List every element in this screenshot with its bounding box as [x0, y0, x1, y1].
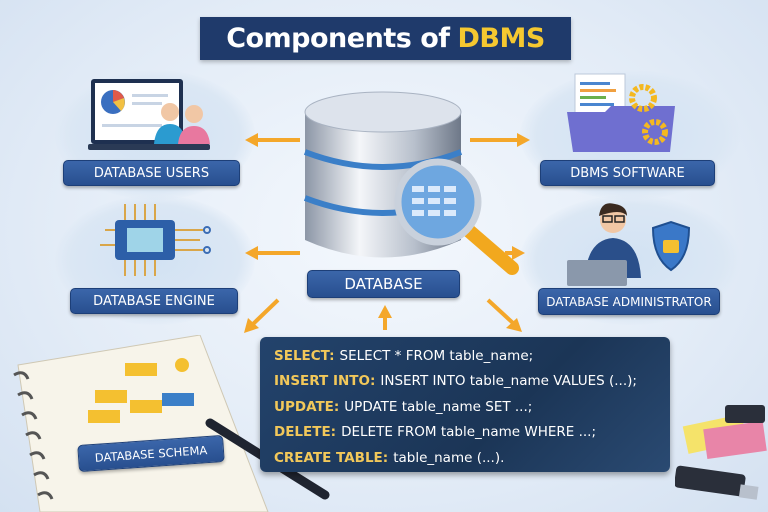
sql-code: DELETE FROM table_name WHERE ...;	[341, 424, 597, 441]
users-laptop-icon	[88, 79, 210, 150]
administrator-person-icon	[567, 203, 691, 286]
sql-row-delete: DELETE:DELETE FROM table_name WHERE ...;	[274, 420, 670, 446]
sql-code: table_name (...).	[393, 449, 505, 466]
usb-and-notes-icon	[675, 405, 767, 500]
database-cylinder-icon	[303, 91, 519, 275]
sql-row-update: UPDATE:UPDATE table_name SET ...;	[274, 394, 670, 420]
sql-code: INSERT INTO table_name VALUES (...);	[380, 373, 637, 390]
title-highlight: DBMS	[457, 23, 546, 54]
dbms-software-text: DBMS SOFTWARE	[570, 165, 685, 181]
sql-row-insert: INSERT INTO:INSERT INTO table_name VALUE…	[274, 369, 670, 395]
database-schema-text: DATABASE SCHEMA	[94, 442, 208, 465]
database-engine-label: DATABASE ENGINE	[70, 288, 238, 314]
database-engine-text: DATABASE ENGINE	[93, 293, 215, 309]
sql-row-select: SELECT:SELECT * FROM table_name;	[274, 343, 670, 369]
arrow-to-sql	[486, 298, 516, 326]
sql-keyword: UPDATE:	[274, 398, 340, 415]
sql-keyword: SELECT:	[274, 347, 335, 364]
sql-keyword: DELETE:	[274, 424, 337, 441]
page-title: Components of DBMS	[200, 17, 571, 60]
sql-keyword: INSERT INTO:	[274, 373, 376, 390]
database-users-text: DATABASE USERS	[93, 165, 210, 181]
title-prefix: Components of	[226, 23, 450, 54]
arrow-to-schema	[250, 298, 280, 327]
sql-keyword: CREATE TABLE:	[274, 449, 389, 466]
database-users-label: DATABASE USERS	[63, 160, 240, 186]
sql-code: SELECT * FROM table_name;	[339, 347, 534, 364]
database-label: DATABASE	[307, 270, 460, 298]
database-administrator-text: DATABASE ADMINISTRATOR	[546, 294, 712, 309]
engine-chip-icon	[100, 204, 211, 276]
sql-commands-panel: SELECT:SELECT * FROM table_name; INSERT …	[260, 337, 670, 472]
database-text: DATABASE	[344, 275, 423, 293]
sql-row-create: CREATE TABLE:table_name (...).	[274, 445, 670, 471]
software-folder-icon	[567, 73, 675, 152]
dbms-software-label: DBMS SOFTWARE	[540, 160, 715, 186]
database-administrator-label: DATABASE ADMINISTRATOR	[538, 288, 720, 315]
sql-code: UPDATE table_name SET ...;	[344, 398, 533, 415]
